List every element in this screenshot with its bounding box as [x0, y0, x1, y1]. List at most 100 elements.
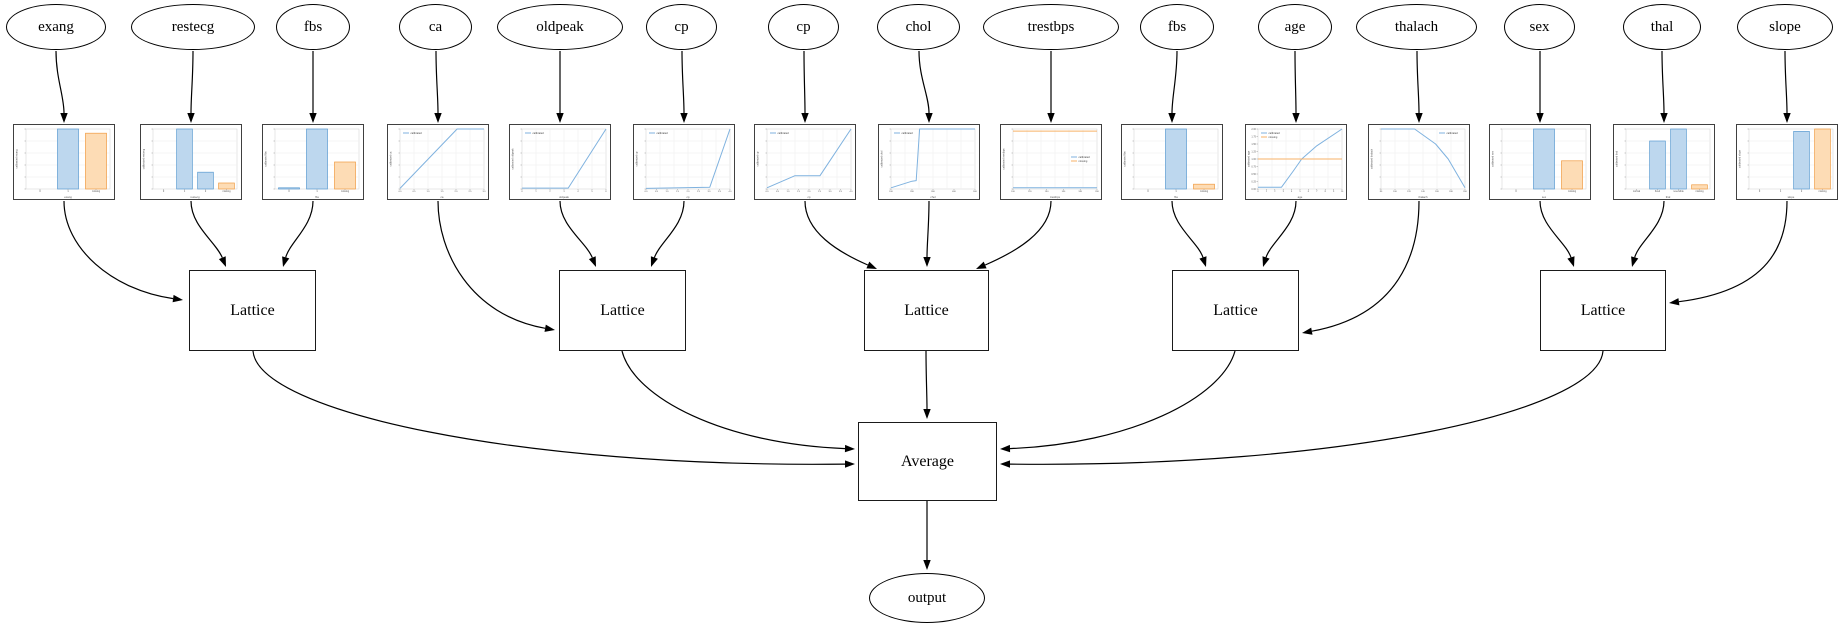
svg-text:calibrated oldpeak: calibrated oldpeak [511, 148, 515, 170]
svg-text:0.0: 0.0 [644, 191, 648, 193]
lattice-node-2: Lattice [559, 270, 686, 351]
svg-text:10: 10 [1341, 191, 1344, 193]
feature-node-cp-2: cp [768, 4, 839, 50]
svg-text:180: 180 [1449, 191, 1453, 193]
svg-text:300: 300 [931, 191, 935, 193]
svg-text:3.0: 3.0 [482, 191, 486, 193]
svg-text:1.75: 1.75 [1251, 135, 1256, 138]
feature-label: age [1284, 18, 1306, 35]
svg-text:fixed: fixed [1655, 190, 1661, 193]
average-node: Average [858, 422, 997, 501]
svg-text:calibrated: calibrated [411, 131, 423, 135]
svg-text:2: 2 [1274, 191, 1276, 193]
svg-text:calibrated restecg: calibrated restecg [142, 148, 146, 169]
svg-text:500: 500 [973, 191, 977, 193]
svg-text:1: 1 [1175, 190, 1177, 193]
svg-text:1.25: 1.25 [1251, 150, 1256, 153]
svg-text:1.0: 1.0 [665, 191, 669, 193]
svg-text:80: 80 [1380, 191, 1383, 193]
svg-text:calibrated: calibrated [902, 131, 914, 135]
svg-text:calibrated: calibrated [778, 131, 790, 135]
svg-text:1.0: 1.0 [426, 191, 430, 193]
svg-text:calibrated: calibrated [657, 131, 669, 135]
svg-text:calibrated slope: calibrated slope [1738, 149, 1742, 168]
svg-text:2.0: 2.0 [686, 191, 690, 193]
feature-label: cp [796, 18, 811, 35]
svg-text:1: 1 [1266, 191, 1268, 193]
feature-label: fbs [303, 18, 323, 35]
svg-text:1: 1 [1780, 190, 1782, 193]
svg-text:calibrated: calibrated [1447, 131, 1459, 135]
svg-text:calibrated chol: calibrated chol [880, 150, 884, 167]
feature-label: thalach [1394, 18, 1439, 35]
feature-node-ca: ca [399, 4, 472, 50]
svg-text:2.0: 2.0 [454, 191, 458, 193]
svg-text:1: 1 [1543, 190, 1545, 193]
svg-text:2.0: 2.0 [807, 191, 811, 193]
svg-text:4.0: 4.0 [728, 191, 732, 193]
svg-text:age: age [1298, 195, 1303, 199]
lattice-label: Lattice [1213, 301, 1258, 319]
svg-text:reversible: reversible [1673, 190, 1684, 193]
svg-text:slope: slope [1788, 195, 1795, 199]
feature-node-sex: sex [1504, 4, 1575, 50]
svg-text:1.0: 1.0 [786, 191, 790, 193]
svg-text:thalach: thalach [1418, 195, 1427, 199]
feature-node-exang: exang [6, 4, 106, 50]
svg-text:missing: missing [1818, 190, 1827, 193]
svg-text:calibrated ca: calibrated ca [389, 151, 393, 166]
svg-text:oldpeak: oldpeak [559, 195, 569, 199]
svg-text:3: 3 [1283, 191, 1285, 193]
svg-text:missing: missing [1695, 190, 1704, 193]
svg-text:180: 180 [1078, 191, 1082, 193]
feature-node-trestbps: trestbps [983, 4, 1119, 50]
svg-text:4: 4 [577, 191, 579, 193]
svg-text:1: 1 [67, 190, 69, 193]
svg-text:0.5: 0.5 [412, 191, 416, 193]
svg-text:2: 2 [1801, 190, 1803, 193]
output-label: output [907, 589, 947, 606]
svg-text:0: 0 [521, 191, 523, 193]
lattice-label: Lattice [1580, 301, 1626, 319]
svg-text:120: 120 [1407, 191, 1411, 193]
svg-text:calibrated thalach: calibrated thalach [1370, 148, 1374, 169]
feature-node-fbs: fbs [276, 4, 350, 50]
svg-text:8: 8 [1325, 191, 1327, 193]
svg-text:1: 1 [184, 190, 186, 193]
svg-text:0: 0 [288, 190, 290, 193]
svg-text:0.50: 0.50 [1251, 173, 1256, 176]
svg-text:2.5: 2.5 [818, 191, 822, 193]
svg-text:100: 100 [1393, 191, 1397, 193]
svg-text:missing: missing [92, 190, 101, 193]
svg-text:1: 1 [316, 190, 318, 193]
feature-node-thal: thal [1623, 4, 1701, 50]
svg-text:3.0: 3.0 [828, 191, 832, 193]
lattice-label: Lattice [600, 301, 645, 319]
svg-text:200: 200 [1463, 191, 1467, 193]
feature-label: restecg [171, 18, 215, 35]
svg-text:0.25: 0.25 [1251, 180, 1256, 183]
svg-text:6: 6 [1308, 191, 1310, 193]
svg-text:restecg: restecg [190, 195, 200, 199]
svg-text:140: 140 [1045, 191, 1049, 193]
svg-text:7: 7 [1316, 191, 1318, 193]
svg-text:0: 0 [1515, 190, 1517, 193]
average-label: Average [901, 452, 954, 470]
svg-text:missing: missing [341, 190, 350, 193]
svg-text:2: 2 [549, 191, 551, 193]
feature-node-age: age [1258, 4, 1332, 50]
svg-text:normal: normal [1633, 190, 1641, 193]
svg-text:chol: chol [930, 195, 936, 199]
svg-text:0.0: 0.0 [398, 191, 402, 193]
feature-node-thalach: thalach [1356, 4, 1477, 50]
feature-label: exang [38, 18, 74, 35]
svg-text:1.5: 1.5 [797, 191, 801, 193]
svg-text:9: 9 [1333, 191, 1335, 193]
